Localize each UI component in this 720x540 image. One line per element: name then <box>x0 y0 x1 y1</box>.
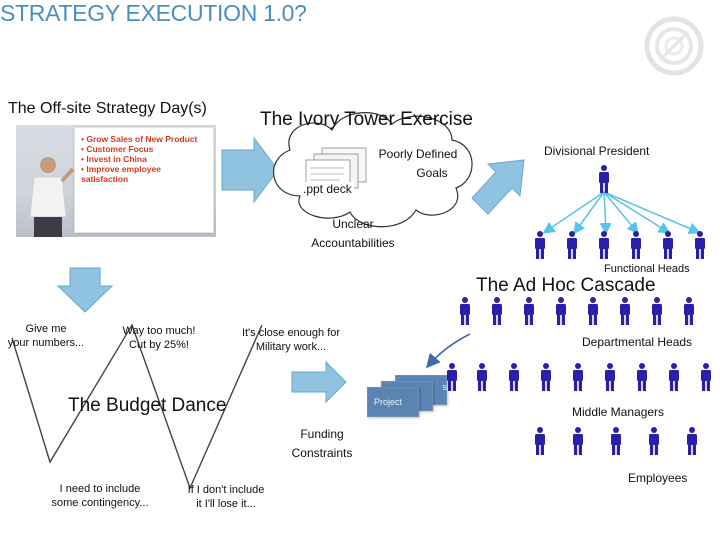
slide-title: STRATEGY EXECUTION 1.0? <box>0 0 307 26</box>
block-arrow-to-projects <box>291 360 347 404</box>
accountabilities-text: Accountabilities <box>311 236 395 250</box>
whiteboard: • Grow Sales of New Product • Customer F… <box>74 127 214 233</box>
offsite-photo: • Grow Sales of New Product • Customer F… <box>16 125 216 237</box>
project-label: Project <box>374 397 403 407</box>
presenter-figure <box>29 157 74 237</box>
curved-arrow <box>425 333 471 369</box>
unclear-text: Unclear <box>332 217 374 231</box>
block-arrow-down <box>56 267 114 313</box>
thought-cloud <box>273 112 473 228</box>
quote-line: it I'll lose it... <box>196 498 256 510</box>
ad-hoc-cascade-heading: The Ad Hoc Cascade <box>476 275 656 296</box>
project-label-back: s <box>442 382 448 392</box>
quote-line: If I don't include <box>187 484 265 496</box>
block-arrow-down-right <box>471 159 525 215</box>
divisional-president-figure <box>599 165 609 193</box>
quote-line: Give me <box>25 323 67 335</box>
quote-line: Military work... <box>255 341 327 353</box>
quote-lose-it: If I don't include it I'll lose it... <box>172 483 280 511</box>
quote-line: It's close enough for <box>241 327 341 339</box>
employees-row <box>535 427 697 455</box>
funding-text: Funding <box>300 427 344 441</box>
quote-close-enough: It's close enough for Military work... <box>234 326 348 354</box>
employees-label: Employees <box>628 471 688 485</box>
ppt-deck-label: .ppt deck <box>301 182 354 196</box>
quote-contingency: I need to include some contingency... <box>44 482 156 510</box>
unclear-accountabilities-label: Unclear Accountabilities <box>296 215 410 253</box>
middle-managers-row <box>447 363 711 391</box>
project-card: Project <box>367 387 419 417</box>
departmental-heads-row <box>460 297 694 325</box>
divisional-president-label: Divisional President <box>544 144 650 158</box>
poorly-defined-text: Poorly Defined <box>378 147 458 161</box>
funding-constraints-label: Funding Constraints <box>278 425 366 463</box>
quote-line: some contingency... <box>51 497 149 509</box>
whiteboard-line: • Grow Sales of New Product <box>81 134 198 144</box>
whiteboard-line: satisfaction <box>81 174 129 184</box>
offsite-heading: The Off-site Strategy Day(s) <box>8 100 207 117</box>
goals-text: Goals <box>416 166 448 180</box>
org-connectors <box>542 191 701 235</box>
budget-dance-heading: The Budget Dance <box>68 395 227 416</box>
whiteboard-line: • Invest in China <box>81 154 147 164</box>
target-logo-icon <box>644 16 704 76</box>
quote-line: Cut by 25%! <box>129 339 189 351</box>
quote-too-much: Way too much! Cut by 25%! <box>114 324 204 352</box>
budget-dance-line <box>11 323 263 490</box>
quote-line: I need to include <box>59 483 141 495</box>
constraints-text: Constraints <box>291 446 353 460</box>
block-arrow-right <box>221 136 279 204</box>
ivory-tower-heading: The Ivory Tower Exercise <box>260 109 473 130</box>
quote-give-numbers: Give me your numbers... <box>4 322 88 350</box>
functional-heads-row <box>535 231 705 259</box>
departmental-heads-label: Departmental Heads <box>582 335 693 349</box>
quote-line: Way too much! <box>122 325 196 337</box>
poorly-defined-goals-label: Poorly Defined Goals <box>368 145 468 183</box>
functional-heads-label: Functional Heads <box>604 263 690 275</box>
whiteboard-line: • Improve employee <box>81 164 161 174</box>
quote-line: your numbers... <box>7 337 85 349</box>
middle-managers-label: Middle Managers <box>572 405 665 419</box>
whiteboard-line: • Customer Focus <box>81 144 154 154</box>
